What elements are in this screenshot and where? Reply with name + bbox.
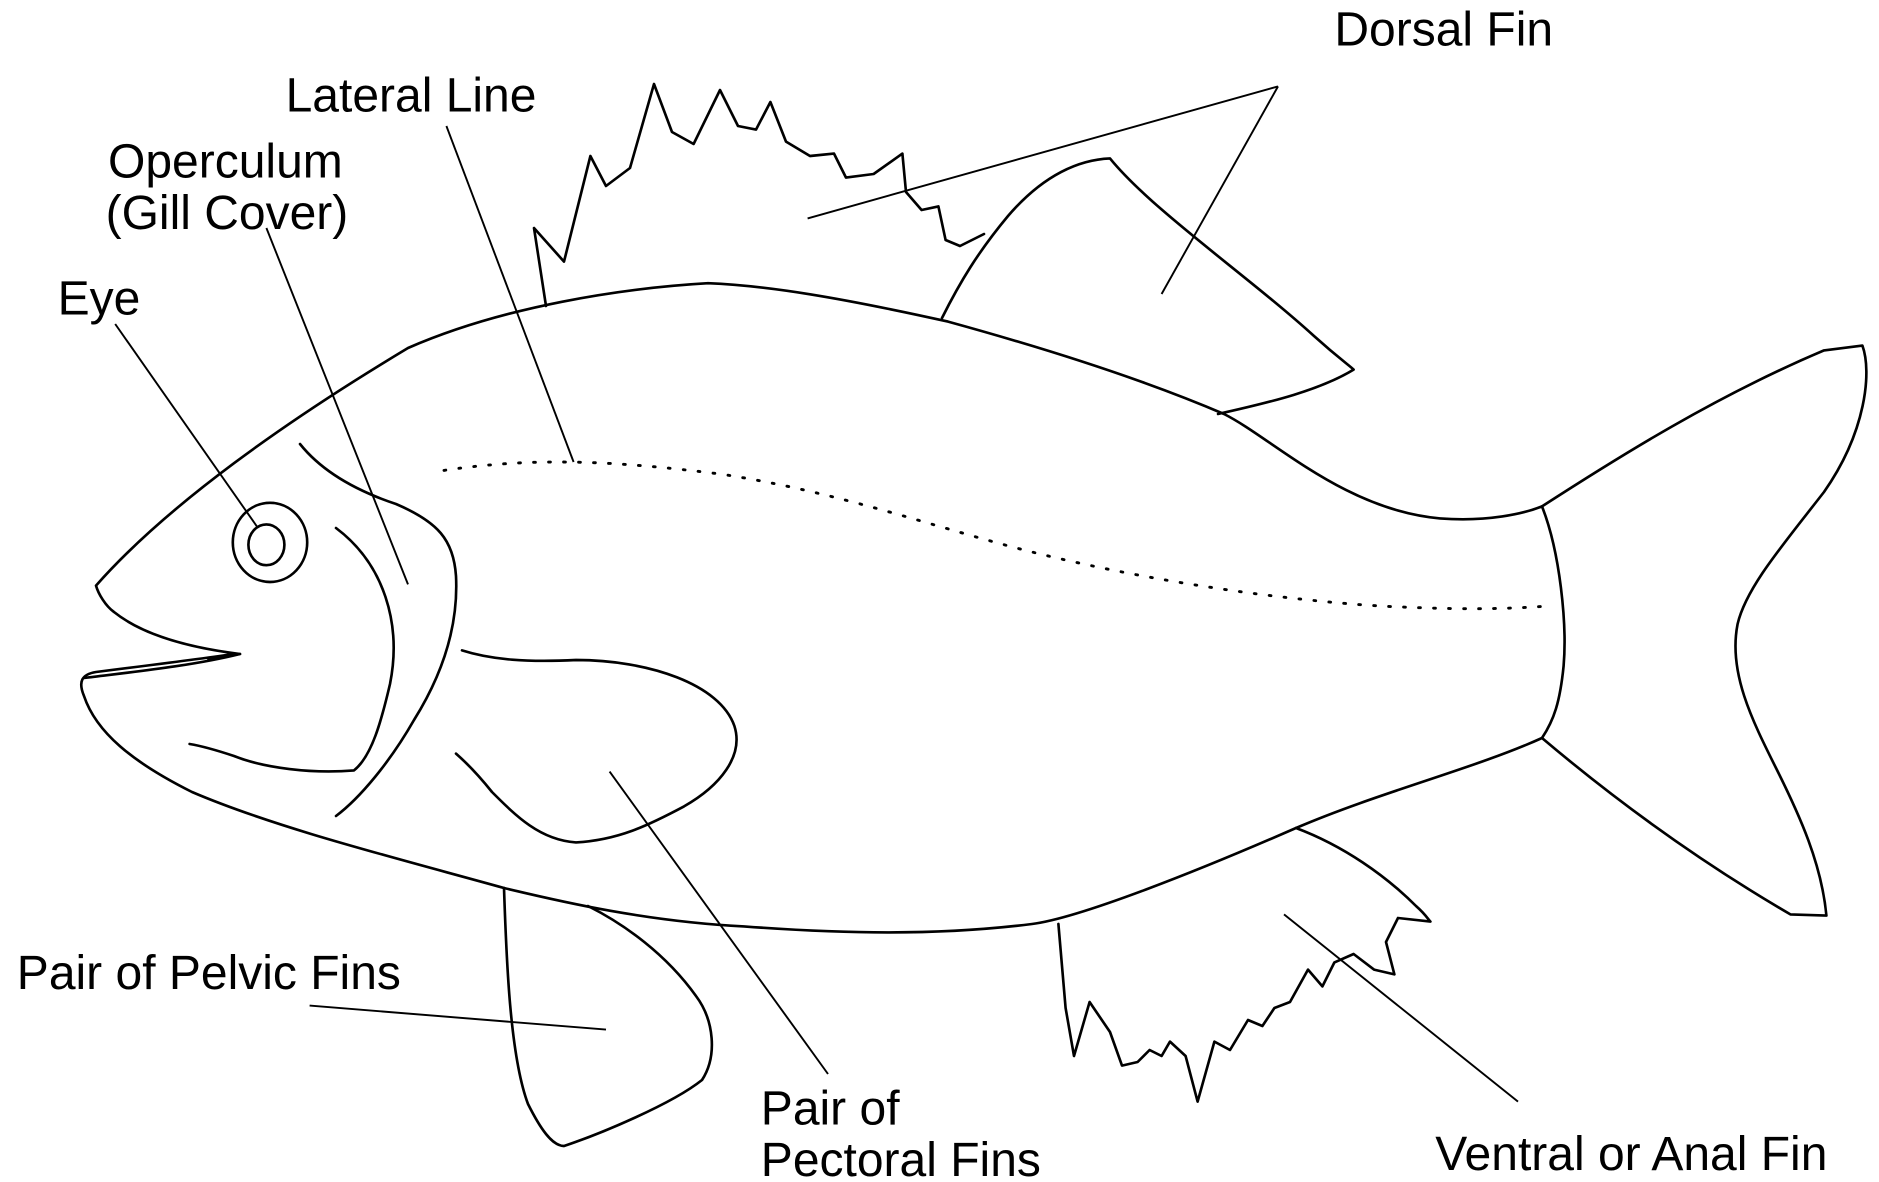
- dorsal-fin-spiny: [534, 84, 984, 306]
- dorsal-fin-soft: [942, 158, 1354, 414]
- leader-lateral-line: [446, 126, 573, 462]
- pectoral-fin: [456, 650, 737, 842]
- label-lateral-line: Lateral Line: [286, 70, 537, 123]
- anal-fin: [1058, 828, 1430, 1102]
- label-operculum-line1: Operculum: [108, 136, 343, 189]
- tail-fin: [1542, 346, 1866, 916]
- label-dorsal-fin: Dorsal Fin: [1334, 4, 1553, 57]
- fish-body: [81, 283, 1564, 932]
- leader-pelvic: [310, 1006, 606, 1030]
- eye-outer-ring: [233, 503, 307, 582]
- operculum-inner-curve: [190, 528, 394, 771]
- pelvic-fin: [504, 888, 712, 1146]
- label-eye: Eye: [58, 272, 141, 325]
- leader-anal: [1284, 914, 1518, 1101]
- eye-pupil: [248, 524, 284, 565]
- operculum-outer-curve: [300, 444, 456, 816]
- leader-pectoral: [610, 772, 828, 1074]
- leader-eye: [115, 324, 258, 528]
- label-operculum-line2: (Gill Cover): [106, 187, 349, 240]
- lateral-line-dots: [444, 462, 1548, 609]
- label-anal-fin: Ventral or Anal Fin: [1435, 1128, 1827, 1181]
- leader-operculum: [266, 228, 408, 584]
- label-pelvic-fins: Pair of Pelvic Fins: [17, 947, 401, 1000]
- leader-dorsal-soft: [1162, 86, 1278, 294]
- leader-dorsal-spiny: [808, 86, 1278, 218]
- label-pectoral-line1: Pair of: [761, 1082, 900, 1135]
- label-pectoral-line2: Pectoral Fins: [761, 1134, 1041, 1182]
